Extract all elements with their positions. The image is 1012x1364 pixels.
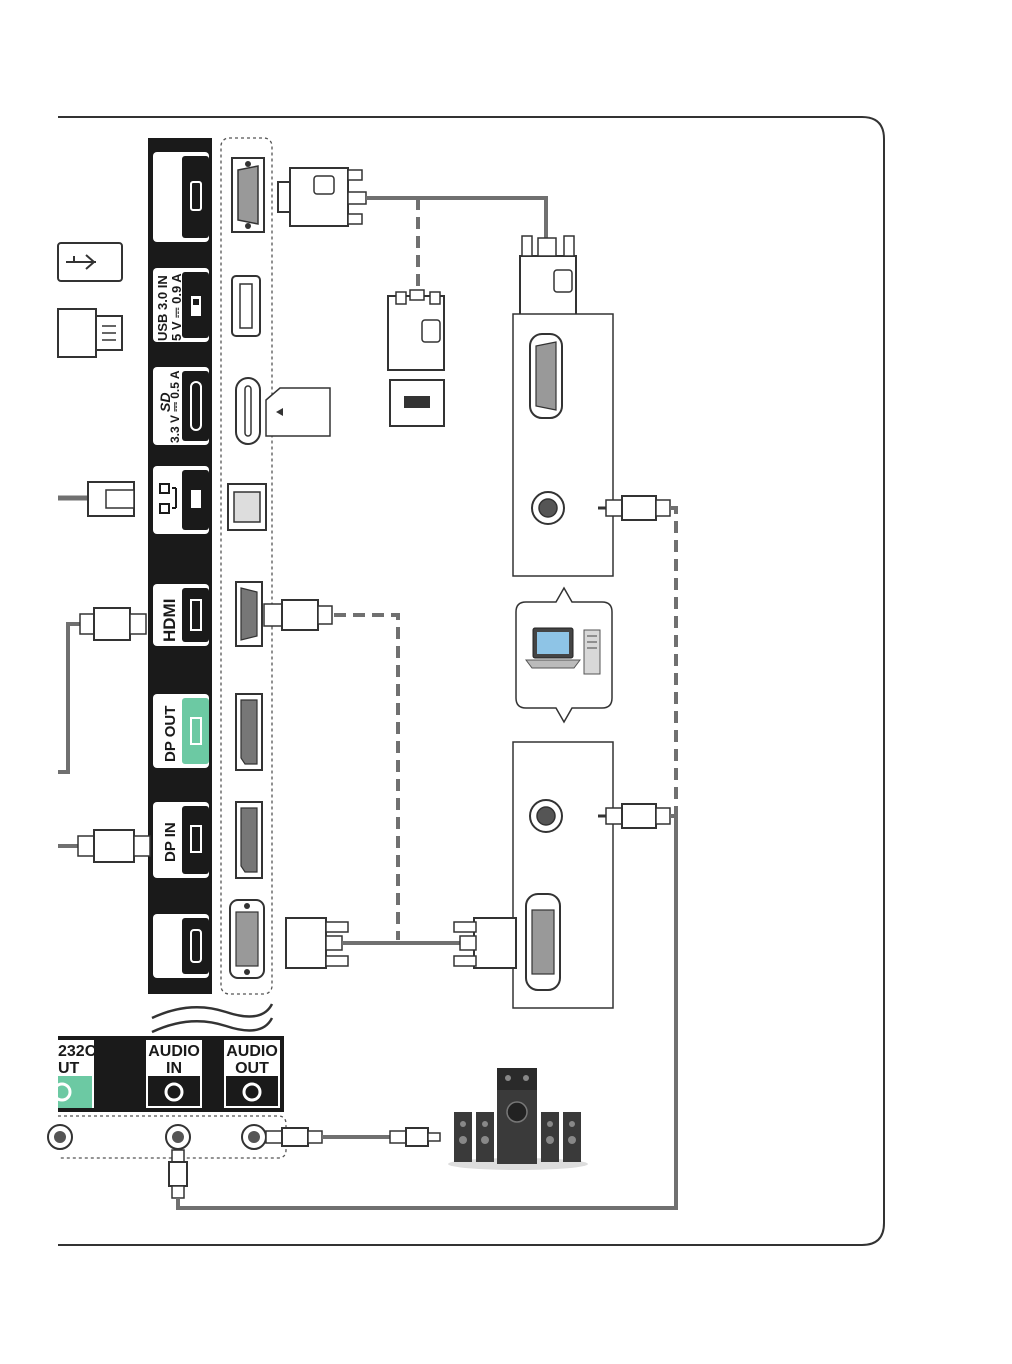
dp-in-label: DP IN [162,822,179,862]
hdmi-to-dvi-cable-dashed [334,615,398,940]
rgb-cable [366,198,546,238]
displayport-icon [236,694,262,770]
pc-dvi-panel [513,742,613,1008]
dp-out-label: DP OUT [162,706,179,762]
dp-cable-left [58,830,150,862]
audio-in-label-line2: IN [166,1060,182,1077]
hdmi-label: HDMI [160,599,179,642]
dp-in-port: DP IN [153,802,209,878]
lan-cable-icon [58,482,134,516]
usb-drive-icon [58,243,122,281]
dvi-plug-right [454,918,516,968]
dvi-in-port [153,914,209,978]
audio-out-label-line2: OUT [235,1060,269,1077]
pc-callout [516,588,612,722]
dp-out-port: DP OUT [153,694,209,768]
rs232c-port: 232C UT [54,1040,97,1108]
rs232c-label-line1: 232C [58,1043,97,1060]
lan-port [153,466,209,534]
rgb-port-icon [232,158,264,232]
rca-plug [390,1128,440,1146]
audio-jack-icon [242,1125,266,1149]
audio-in-label-line1: AUDIO [148,1043,200,1060]
audio-plug-pc-bottom [598,804,670,828]
sd-slot-icon [236,378,260,444]
break-symbol [152,1004,272,1032]
audio-jack-icon [530,800,562,832]
hdmi-port-icon [236,582,262,646]
pc-tower-icon [584,630,600,674]
audio-out-label-line1: AUDIO [226,1043,278,1060]
laptop-icon [526,628,580,668]
dvi-plug-left [286,918,348,968]
lan-jack-icon [228,484,266,530]
displayport-icon [236,802,262,878]
audio-cable-dashed [670,508,676,816]
sd-card-port: SD 3.3 V ⎓ 0.5 A [153,367,209,445]
rgb-in-port [153,152,209,242]
audio-out-port: AUDIO OUT [224,1040,280,1108]
audio-jack-icon [48,1125,72,1149]
dvi-port-icon [230,900,264,978]
audio-jack-icon [532,492,564,524]
hdmi-cable-left [58,608,146,772]
audio-in-port: AUDIO IN [146,1040,202,1108]
hdmi-plug [264,600,332,630]
usb-label-line2: 5 V ⎓ 0.9 A [169,273,184,341]
rgb-to-dvi-gender [388,290,444,426]
audio-plug-pc-top [598,496,670,520]
audio-in-plug [169,1150,187,1198]
usb-label-line1: USB 3.0 IN [155,275,170,341]
pc-rgb-panel [513,314,613,576]
speaker-system-icon [448,1068,588,1170]
usb-port: USB 3.0 IN 5 V ⎓ 0.9 A [153,268,209,342]
sd-card [266,388,330,436]
audio-jack-icon [166,1125,190,1149]
rgb-cable-plug-top [278,168,366,226]
usb-icon [232,276,260,336]
rgb-cable-plug-pc [520,236,576,318]
hdmi-port: HDMI [153,584,209,646]
audio-out-plug [266,1128,322,1146]
usb-flash-drive-icon [58,309,122,357]
rs232c-label-line2: UT [58,1060,80,1077]
sd-label: 3.3 V ⎓ 0.5 A [168,370,182,443]
